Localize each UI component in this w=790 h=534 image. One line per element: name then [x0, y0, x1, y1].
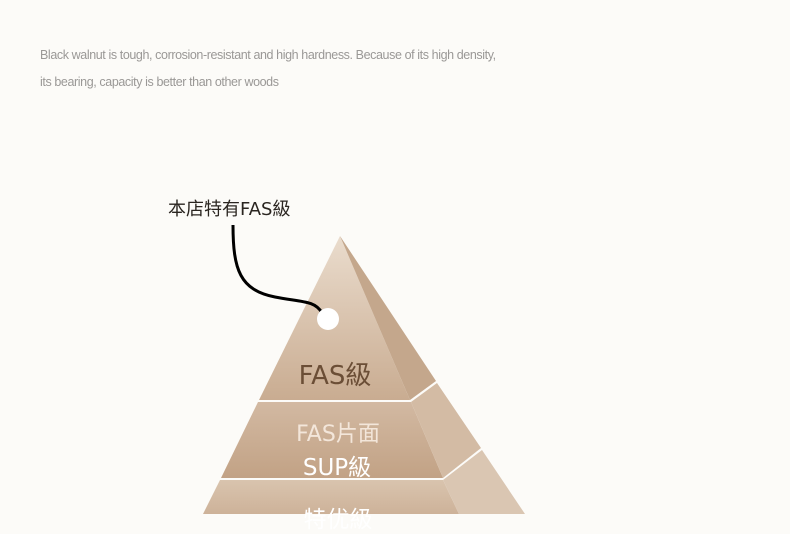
tier-1-side: [340, 236, 436, 400]
description-line-2: its bearing, capacity is better than oth…: [40, 75, 279, 89]
description-text: Black walnut is tough, corrosion-resista…: [40, 42, 496, 96]
tier-2-label-line-2: SUP級: [302, 455, 372, 481]
callout-line: [231, 224, 324, 314]
tier-1-label: FAS級: [298, 361, 372, 391]
description-line-1: Black walnut is tough, corrosion-resista…: [40, 48, 496, 62]
tier-2-front: [221, 402, 443, 478]
tier-2-side: [411, 383, 481, 478]
tier-3-side: [443, 450, 525, 514]
tier-2-label-line-1: FAS片面: [296, 422, 380, 447]
callout-dot: [317, 308, 339, 330]
callout-label: 本店特有FAS級: [168, 199, 291, 220]
tier-3-label: 特优級: [303, 507, 373, 533]
tier-3-front: [203, 480, 459, 514]
wood-grade-pyramid: [203, 224, 525, 514]
